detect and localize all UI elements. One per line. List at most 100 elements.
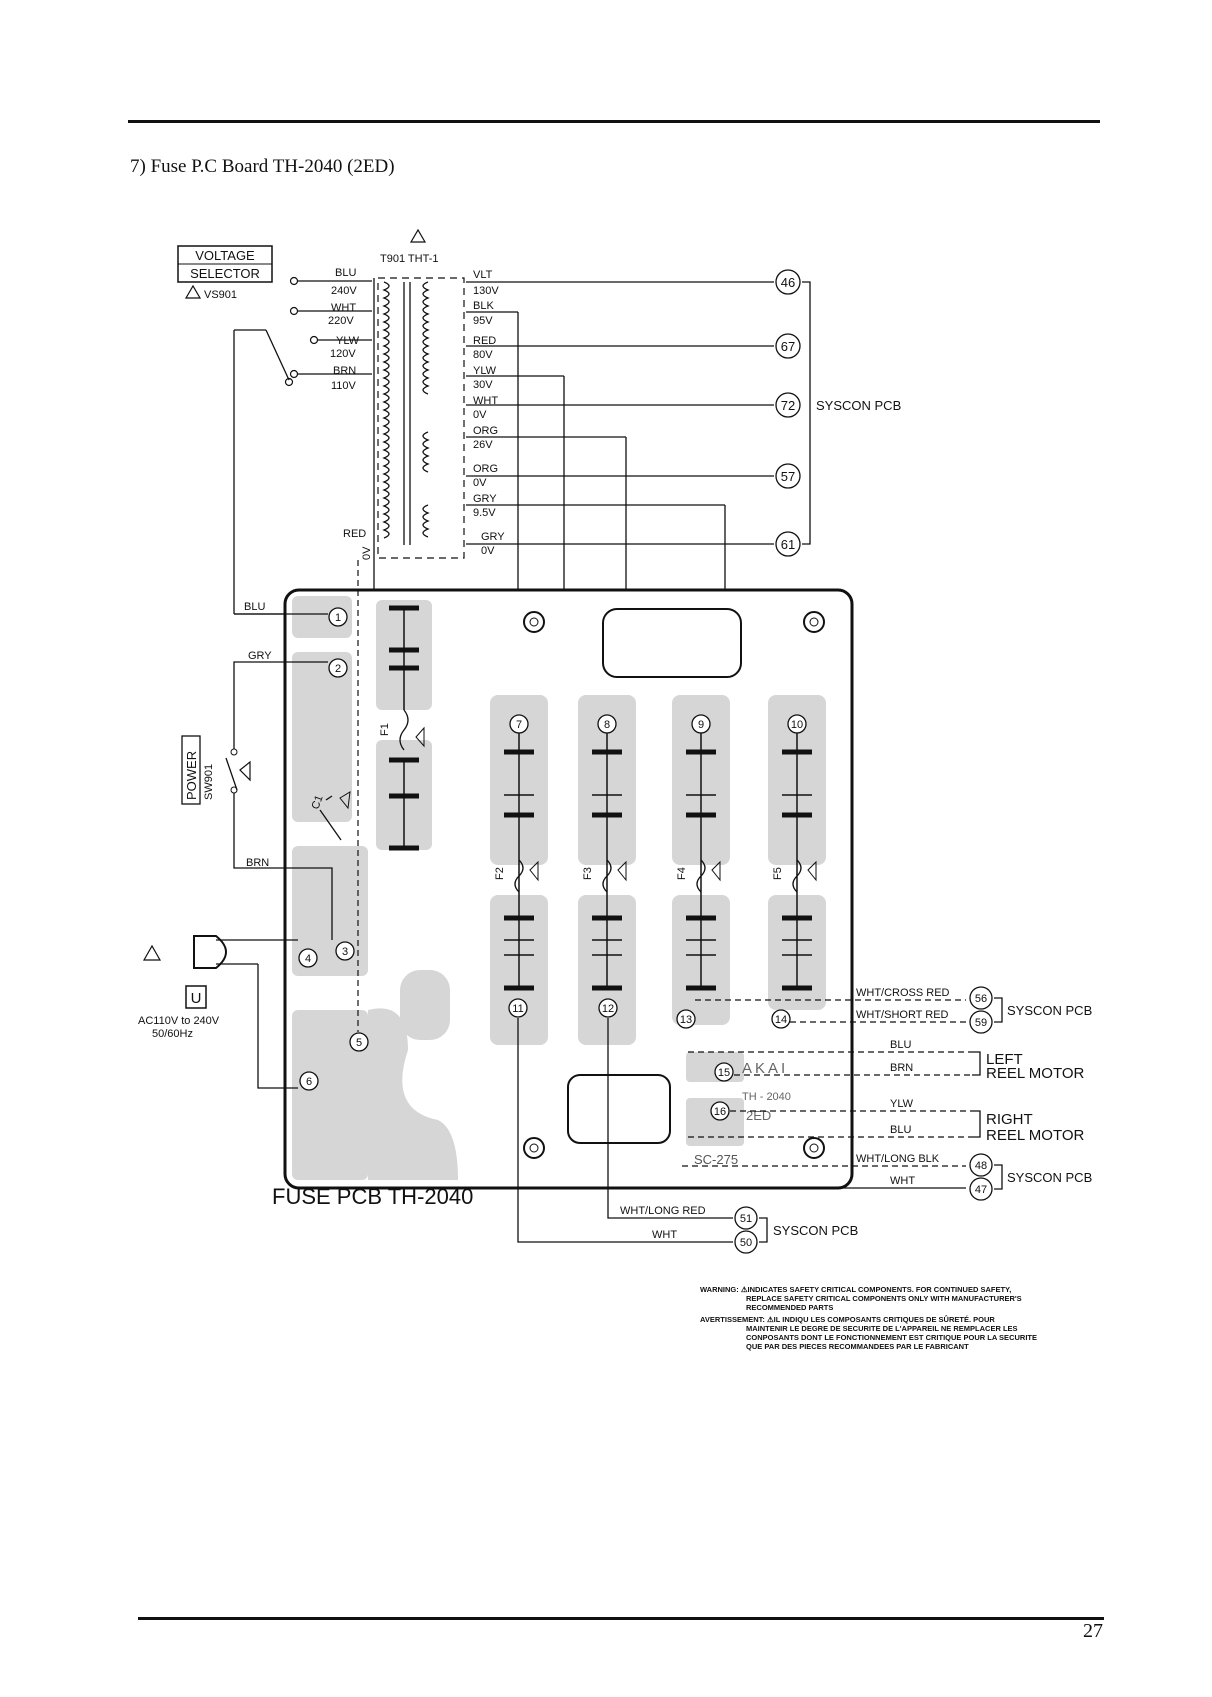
svg-text:AVERTISSEMENT: ⚠IL INDIQU LES: AVERTISSEMENT: ⚠IL INDIQU LES COMPOSANTS…	[700, 1315, 995, 1324]
safety-warning-icon	[415, 726, 425, 748]
svg-text:12: 12	[602, 1003, 614, 1015]
svg-text:16: 16	[714, 1106, 726, 1118]
svg-text:15: 15	[718, 1067, 730, 1079]
svg-text:2: 2	[335, 663, 341, 675]
svg-text:VS901: VS901	[204, 289, 237, 301]
svg-text:50/60Hz: 50/60Hz	[152, 1028, 193, 1040]
svg-text:220V: 220V	[328, 315, 354, 327]
svg-text:GRY: GRY	[473, 493, 497, 505]
svg-text:REEL MOTOR: REEL MOTOR	[986, 1127, 1085, 1144]
svg-text:SYSCON PCB: SYSCON PCB	[773, 1223, 858, 1238]
svg-text:BLU: BLU	[890, 1124, 911, 1136]
svg-text:SYSCON PCB: SYSCON PCB	[816, 398, 901, 413]
svg-text:RECOMMENDED PARTS: RECOMMENDED PARTS	[746, 1303, 833, 1312]
svg-text:0V: 0V	[481, 545, 495, 557]
svg-text:VOLTAGE: VOLTAGE	[195, 248, 255, 263]
primary-taps: BLU 240V WHT 220V YLW 120V BRN 110V RED …	[233, 267, 373, 615]
svg-text:RED: RED	[473, 335, 496, 347]
safety-warning-note: WARNING: ⚠INDICATES SAFETY CRITICAL COMP…	[700, 1285, 1037, 1351]
svg-text:AC110V to 240V: AC110V to 240V	[138, 1015, 220, 1027]
svg-text:240V: 240V	[331, 285, 357, 297]
svg-text:14: 14	[775, 1014, 787, 1026]
svg-text:95V: 95V	[473, 315, 493, 327]
svg-text:YLW: YLW	[890, 1098, 914, 1110]
svg-text:6: 6	[306, 1076, 312, 1088]
svg-text:GRY: GRY	[481, 531, 505, 543]
svg-text:56: 56	[975, 993, 987, 1005]
svg-text:120V: 120V	[330, 348, 356, 360]
left-wiring: BLU GRY BRN POWER SW901 C1 U AC110V to 2…	[138, 560, 359, 1089]
safety-warning-icon	[142, 944, 162, 961]
fuse-column-f3: F3	[582, 730, 627, 991]
svg-text:WARNING: ⚠INDICATES SAFETY CRI: WARNING: ⚠INDICATES SAFETY CRITICAL COMP…	[700, 1285, 1011, 1294]
fuse-column-f2: F2	[494, 730, 539, 991]
svg-text:F1: F1	[379, 723, 391, 736]
svg-text:80V: 80V	[473, 349, 493, 361]
svg-text:AKAI: AKAI	[742, 1060, 788, 1077]
svg-text:ORG: ORG	[473, 425, 498, 437]
svg-text:10: 10	[791, 719, 803, 731]
svg-text:50: 50	[740, 1237, 752, 1249]
svg-text:C1: C1	[310, 794, 326, 811]
svg-text:9.5V: 9.5V	[473, 507, 496, 519]
fuse-pcb-board: F1 F2 F3	[272, 588, 854, 1209]
syscon-connectors-top: 46 67 72 57 61 SYSCON PCB	[775, 269, 901, 557]
svg-text:YLW: YLW	[473, 365, 497, 377]
svg-text:4: 4	[305, 953, 311, 965]
svg-text:47: 47	[975, 1184, 987, 1196]
svg-text:REPLACE SAFETY CRITICAL COMPON: REPLACE SAFETY CRITICAL COMPONENTS ONLY …	[746, 1294, 1022, 1303]
svg-text:QUE PAR DES PIECES RECOMMANDEE: QUE PAR DES PIECES RECOMMANDEES PAR LE F…	[746, 1342, 969, 1351]
svg-text:WHT: WHT	[331, 302, 356, 314]
svg-text:POWER: POWER	[184, 751, 199, 800]
svg-text:7: 7	[516, 719, 522, 731]
svg-text:46: 46	[781, 275, 795, 290]
svg-text:SC-275: SC-275	[694, 1152, 738, 1167]
svg-text:2ED: 2ED	[746, 1108, 771, 1123]
svg-text:11: 11	[512, 1003, 523, 1015]
svg-text:FUSE PCB TH-2040: FUSE PCB TH-2040	[272, 1184, 473, 1209]
svg-text:26V: 26V	[473, 439, 493, 451]
svg-text:WHT/LONG BLK: WHT/LONG BLK	[856, 1153, 940, 1165]
svg-text:3: 3	[342, 946, 348, 958]
svg-text:RIGHT: RIGHT	[986, 1111, 1033, 1128]
svg-text:CONPOSANTS DONT LE FONCTIONNEM: CONPOSANTS DONT LE FONCTIONNEMENT EST CR…	[746, 1333, 1037, 1342]
top-rule	[128, 120, 1100, 123]
svg-text:SYSCON PCB: SYSCON PCB	[1007, 1170, 1092, 1185]
output-connectors: WHT/CROSS RED WHT/SHORT RED 56 59 SYSCON…	[517, 986, 1092, 1254]
svg-text:BLK: BLK	[473, 300, 494, 312]
section-title: 7) Fuse P.C Board TH-2040 (2ED)	[130, 156, 395, 177]
svg-text:0V: 0V	[473, 409, 487, 421]
page-number: 27	[1083, 1620, 1103, 1642]
svg-text:WHT: WHT	[890, 1175, 915, 1187]
svg-text:REEL MOTOR: REEL MOTOR	[986, 1065, 1085, 1082]
safety-warning-icon	[184, 284, 202, 299]
svg-text:1: 1	[335, 612, 341, 624]
svg-text:YLW: YLW	[336, 335, 360, 347]
svg-text:BRN: BRN	[333, 365, 356, 377]
svg-text:SELECTOR: SELECTOR	[190, 266, 260, 281]
fuse-column-f5: F5	[772, 730, 817, 991]
svg-text:72: 72	[781, 398, 795, 413]
voltage-selector: VOLTAGE SELECTOR VS901	[177, 245, 273, 301]
svg-text:SW901: SW901	[203, 764, 215, 800]
svg-text:13: 13	[680, 1014, 692, 1026]
svg-text:30V: 30V	[473, 379, 493, 391]
svg-text:RED: RED	[343, 528, 366, 540]
safety-warning-icon	[409, 228, 427, 243]
svg-text:110V: 110V	[331, 380, 357, 392]
svg-text:51: 51	[740, 1213, 752, 1225]
svg-text:F4: F4	[676, 867, 688, 880]
svg-text:WHT/SHORT RED: WHT/SHORT RED	[856, 1009, 949, 1021]
svg-text:TH - 2040: TH - 2040	[742, 1091, 791, 1103]
svg-text:F5: F5	[772, 867, 784, 880]
svg-text:MAINTENIR LE DEGRE DE SECURITE: MAINTENIR LE DEGRE DE SECURITE DE L'APPA…	[746, 1324, 1018, 1333]
svg-text:F2: F2	[494, 867, 506, 880]
svg-text:BRN: BRN	[890, 1062, 913, 1074]
svg-text:9: 9	[698, 719, 704, 731]
svg-text:0V: 0V	[361, 546, 373, 560]
svg-text:0V: 0V	[473, 477, 487, 489]
svg-text:ORG: ORG	[473, 463, 498, 475]
svg-text:VLT: VLT	[473, 269, 493, 281]
fuse-column-f4: F4	[676, 730, 721, 991]
